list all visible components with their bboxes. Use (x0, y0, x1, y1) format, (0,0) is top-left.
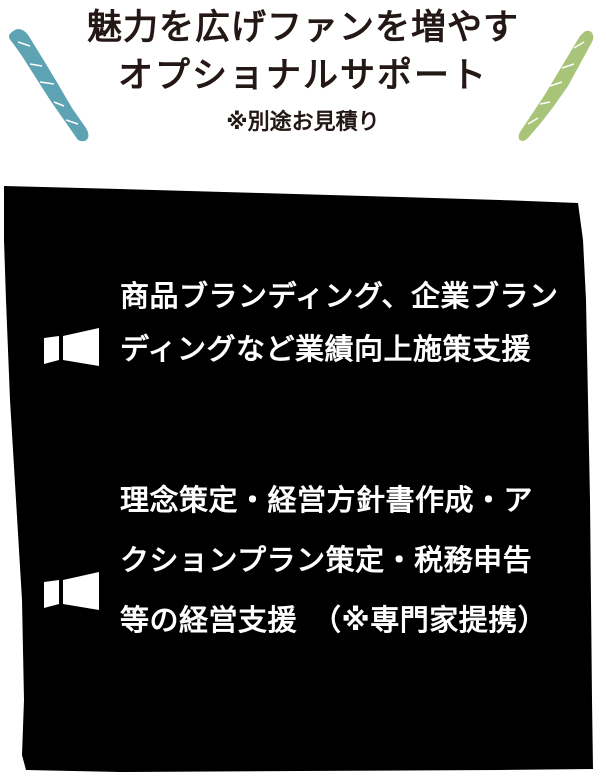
heading-title-line2: オプショナルサポート (117, 56, 488, 96)
heading-estimate-note: ※別途お見積り (226, 110, 380, 135)
option-item-text: 理念策定・経営方針書作成・アクションプラン策定・税務申告等の経営支援 （※専門家… (120, 483, 548, 637)
option-item-text: 商品ブランディング、企業ブランディングなど業績向上施策支援 (120, 279, 559, 366)
bowtie-icon (44, 328, 99, 366)
heading-title-line1: 魅力を広げファンを増やす (86, 8, 519, 48)
bowtie-icon (44, 572, 99, 610)
brush-stroke-left-icon (9, 29, 89, 142)
brush-stroke-right-icon (518, 30, 594, 141)
content-panel-background (4, 186, 593, 772)
